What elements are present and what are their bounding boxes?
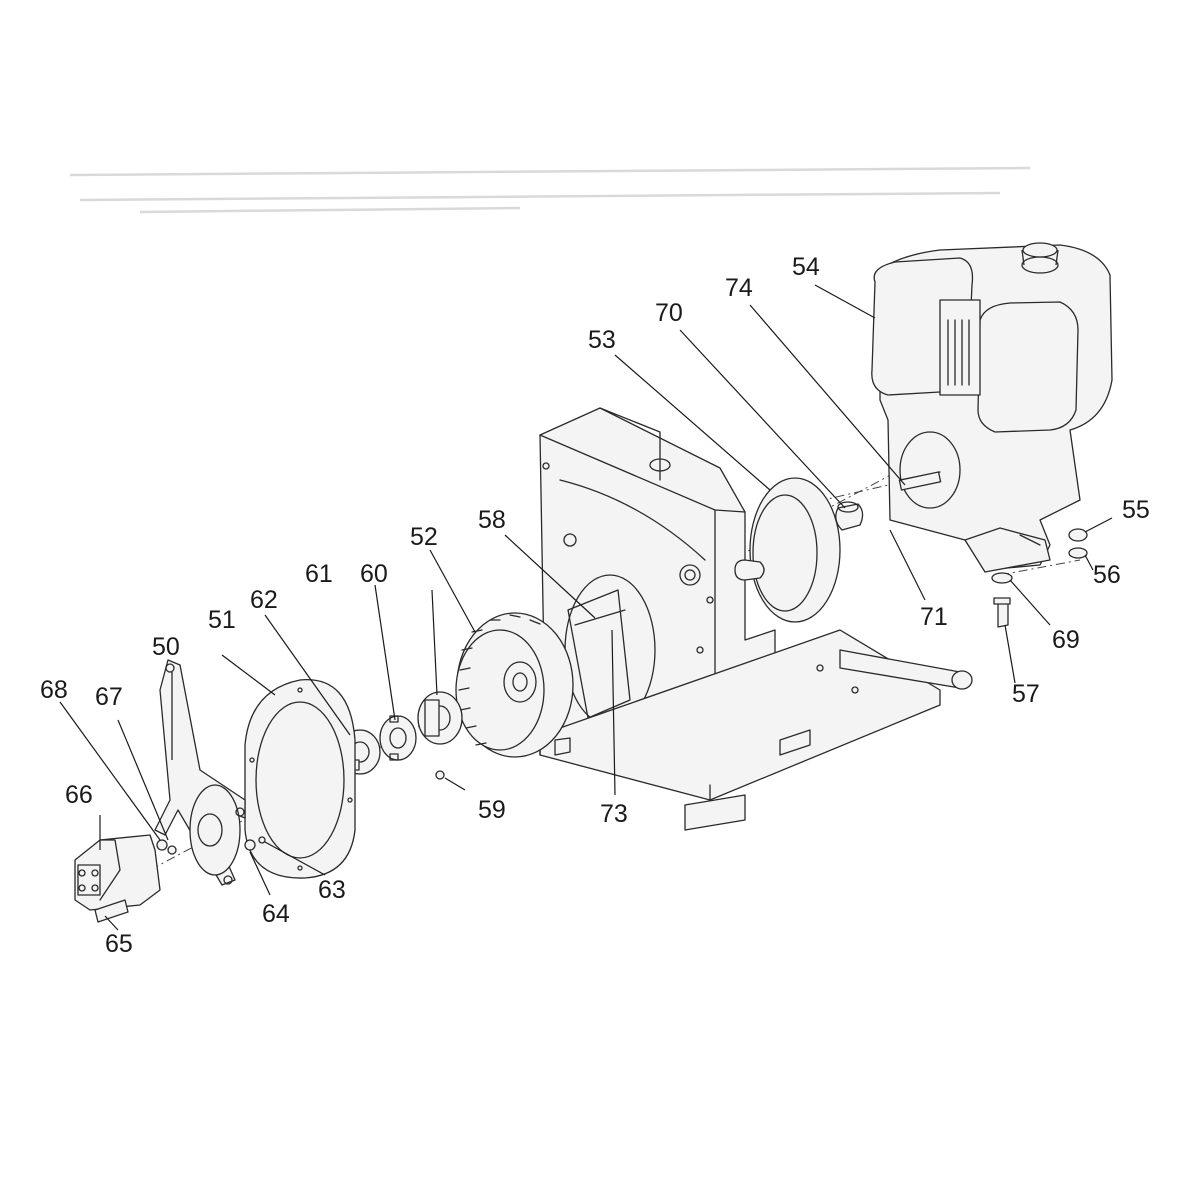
bolt-64 xyxy=(244,836,266,851)
engine xyxy=(871,242,1113,573)
callout-54: 54 xyxy=(792,253,820,281)
callout-52: 52 xyxy=(410,523,438,551)
callout-73: 73 xyxy=(600,800,628,828)
callout-56: 56 xyxy=(1093,561,1121,589)
callout-53: 53 xyxy=(588,326,616,354)
callout-60: 60 xyxy=(360,560,388,588)
callout-63: 63 xyxy=(318,876,346,904)
pump-bracket xyxy=(154,659,246,886)
callout-55: 55 xyxy=(1122,496,1150,524)
blower-wheel xyxy=(455,612,574,758)
screws-67-68 xyxy=(156,839,177,855)
faint-watermark xyxy=(69,166,1031,214)
base-frame xyxy=(539,629,973,831)
engine-fins xyxy=(947,319,970,386)
gasket-ring xyxy=(244,679,356,879)
coupling-hub xyxy=(417,691,463,745)
blower-vanes xyxy=(458,614,541,746)
callout-labels: 54 74 70 53 58 52 60 61 62 51 50 67 68 6… xyxy=(40,253,1150,958)
callout-68: 68 xyxy=(40,676,68,704)
nut-59 xyxy=(435,770,445,780)
callout-50: 50 xyxy=(152,633,180,661)
leader-lines xyxy=(59,284,1113,931)
engine-fasteners xyxy=(991,528,1088,628)
coupling-spider xyxy=(379,715,417,761)
callout-66: 66 xyxy=(65,781,93,809)
callout-61: 61 xyxy=(305,560,333,588)
callout-64: 64 xyxy=(262,900,290,928)
callout-51: 51 xyxy=(208,606,236,634)
callout-70: 70 xyxy=(655,299,683,327)
callout-59: 59 xyxy=(478,796,506,824)
callout-58: 58 xyxy=(478,506,506,534)
callout-65: 65 xyxy=(105,930,133,958)
callout-69: 69 xyxy=(1052,626,1080,654)
callout-57: 57 xyxy=(1012,680,1040,708)
callout-62: 62 xyxy=(250,586,278,614)
hydraulic-pump xyxy=(74,834,161,923)
callout-67: 67 xyxy=(95,683,123,711)
callout-71: 71 xyxy=(920,603,948,631)
callout-74: 74 xyxy=(725,274,753,302)
